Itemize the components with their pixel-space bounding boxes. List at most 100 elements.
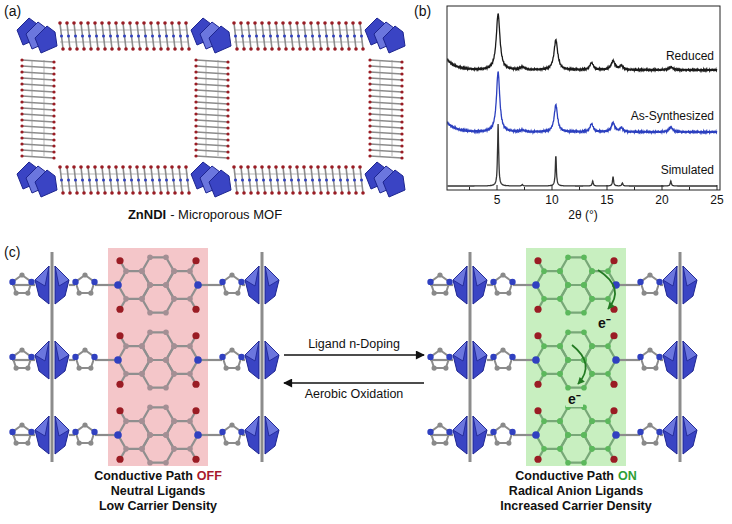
nitrogen-atom [234, 35, 237, 38]
zn-polyhedron [453, 266, 467, 304]
linker-sheet [269, 23, 272, 49]
oxygen-atom [156, 21, 160, 25]
carbon-atom [147, 460, 153, 466]
pyrazole-ring [641, 350, 660, 368]
ring-atom [446, 354, 452, 360]
oxygen-atom [170, 21, 174, 25]
oxygen-atom [124, 47, 128, 51]
linker-sheet [22, 126, 54, 128]
carbon-atom [187, 446, 193, 452]
linker-sheet [74, 167, 77, 193]
linker-sheet [370, 66, 402, 68]
edge-label-holder: Aerobic Oxidation [305, 387, 404, 401]
oxygen-atom [235, 47, 239, 51]
oxygen-atom [316, 21, 320, 25]
nitrogen-atom [194, 431, 202, 439]
linker-sheet [81, 167, 84, 193]
oxygen-atom [20, 76, 23, 79]
oxygen-atom [194, 106, 197, 109]
zn-facet [35, 266, 49, 286]
linker-sheet [241, 167, 244, 193]
caption-line: Increased Carrier Density [461, 499, 691, 514]
carbon-atom [589, 371, 595, 377]
linker-sheet [22, 90, 54, 92]
carbon-atom [605, 371, 611, 377]
nitrogen-atom [130, 179, 133, 182]
zn-polyhedron [383, 170, 405, 197]
oxygen-atom [107, 165, 111, 169]
pyrazole-ring [431, 275, 450, 293]
oxygen-atom [610, 381, 617, 388]
carbon-atom [557, 268, 563, 274]
oxygen-atom [20, 142, 23, 145]
carbon-atom [139, 446, 145, 452]
oxygen-atom [226, 72, 229, 75]
oxygen-atom [86, 165, 90, 169]
zn-facet [683, 416, 697, 436]
linker-sheet [130, 167, 133, 193]
carbon-atom [139, 296, 145, 302]
carbon-atom [163, 385, 169, 391]
linker-sheet [196, 96, 228, 98]
nitrogen-atom [158, 179, 161, 182]
linker-sheet [370, 108, 402, 110]
oxygen-atom [326, 47, 330, 51]
carbon-atom [187, 418, 193, 424]
linker-sheet [196, 60, 228, 62]
pyrazole-ring [494, 425, 513, 443]
label-holder: 5 [494, 193, 501, 207]
oxygen-atom [52, 138, 55, 141]
zn-facet [453, 416, 467, 436]
axis-tick [579, 187, 580, 190]
linker-sheet [22, 138, 54, 140]
oxygen-atom [194, 70, 197, 73]
oxygen-atom [79, 165, 83, 169]
oxygen-atom [400, 60, 403, 63]
linker-sheet [370, 126, 402, 128]
zn-polyhedron [683, 416, 697, 454]
ring-atom [506, 365, 511, 370]
linker-sheet [22, 66, 54, 68]
oxygen-atom [52, 102, 55, 105]
ring-atom [642, 290, 647, 295]
nitrogen-atom [269, 35, 272, 38]
oxygen-atom [312, 191, 316, 195]
oxygen-atom [20, 88, 23, 91]
oxygen-atom [368, 82, 371, 85]
carbon-atom [147, 254, 153, 260]
linker-sheet [102, 23, 105, 49]
panel-letter: (b) [414, 3, 431, 19]
ring-atom [427, 429, 433, 435]
linker-sheet [283, 23, 286, 49]
oxygen-atom [82, 47, 86, 51]
ligand-bond [166, 346, 198, 374]
linker-sheet [22, 60, 54, 62]
linker-sheet [95, 23, 98, 49]
linker-sheet [318, 23, 321, 49]
oxygen-atom [288, 165, 292, 169]
carbon-atom [187, 268, 193, 274]
oxygen-atom [194, 82, 197, 85]
xrd-trace [448, 14, 718, 72]
carbon-atom [589, 343, 595, 349]
caption-line: Conductive PathOFF [43, 469, 273, 484]
linker-sheet [255, 167, 258, 193]
ring-atom [653, 290, 658, 295]
oxygen-atom [96, 47, 100, 51]
oxygen-atom [400, 72, 403, 75]
carbon-atom [613, 357, 619, 363]
oxygen-atom [340, 191, 344, 195]
oxygen-atom [226, 84, 229, 87]
nitrogen-atom [248, 179, 251, 182]
zn-facet [265, 266, 279, 286]
nitrogen-atom [74, 35, 77, 38]
carbon-atom [565, 310, 571, 316]
nitrogen-atom [95, 35, 98, 38]
ring-atom [495, 440, 500, 445]
linker-sheet [123, 23, 126, 49]
oxygen-atom [400, 108, 403, 111]
oxygen-atom [246, 165, 250, 169]
oxygen-atom [610, 456, 617, 463]
oxygen-atom [400, 78, 403, 81]
carbon-atom [171, 343, 177, 349]
